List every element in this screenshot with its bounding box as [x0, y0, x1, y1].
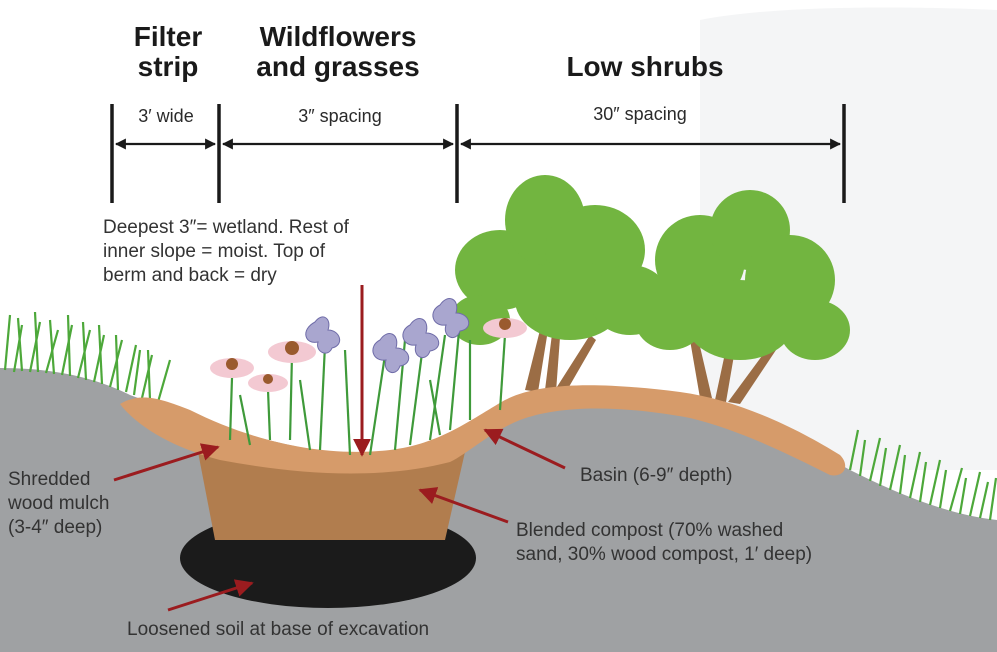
zone-title-line: Wildflowers [259, 21, 417, 52]
moisture-zone-note: Deepest 3″= wetland. Rest of inner slope… [103, 216, 349, 288]
zone-title-line: strip [137, 51, 199, 82]
coneflowers [210, 318, 527, 392]
mulch-arrow [113, 443, 220, 482]
basin-callout: Basin (6-9″ depth) [580, 465, 733, 486]
callout-line: sand, 30% wood compost, 1′ deep) [516, 544, 813, 565]
callout-line: Shredded [8, 469, 91, 490]
basin-arrow [483, 428, 566, 470]
compost-callout: Blended compost (70% washed sand, 30% wo… [516, 519, 812, 567]
dimension-label-filter-strip: 3′ wide [138, 106, 194, 126]
zone-title-line: Filter [133, 21, 203, 52]
shredded-wood-mulch [120, 385, 846, 476]
soil-arrow [167, 579, 254, 612]
zone-title-filter-strip: Filter strip [118, 22, 218, 82]
callout-arrows [113, 285, 566, 612]
blended-compost [198, 452, 465, 540]
grass-left [3, 311, 172, 403]
zone-title-wildflowers: Wildflowers and grasses [233, 22, 443, 82]
mulch-callout: Shredded wood mulch (3-4″ deep) [8, 468, 109, 540]
dimension-label-low-shrubs: 30″ spacing [593, 104, 687, 124]
note-line: Deepest 3″= wetland. Rest of [103, 217, 349, 238]
callout-line: Blended compost (70% washed [516, 520, 784, 541]
dimension-label-wildflowers: 3″ spacing [298, 106, 382, 126]
grass-right [848, 429, 997, 521]
callout-line: (3-4″ deep) [8, 517, 103, 538]
compost-arrow [418, 487, 509, 524]
wildflower-stems [228, 319, 507, 456]
irises [305, 298, 470, 374]
shrub-foliage [450, 175, 850, 360]
sky-backdrop [700, 7, 997, 470]
soil-callout: Loosened soil at base of excavation [127, 619, 430, 640]
note-line: berm and back = dry [103, 265, 277, 286]
zone-title-line: and grasses [256, 51, 420, 82]
dimension-lines [110, 104, 846, 203]
note-line: inner slope = moist. Top of [103, 241, 325, 262]
callout-line: wood mulch [8, 493, 110, 514]
zone-title-low-shrubs: Low shrubs [540, 52, 750, 82]
zone-title-line: Low shrubs [566, 51, 724, 82]
